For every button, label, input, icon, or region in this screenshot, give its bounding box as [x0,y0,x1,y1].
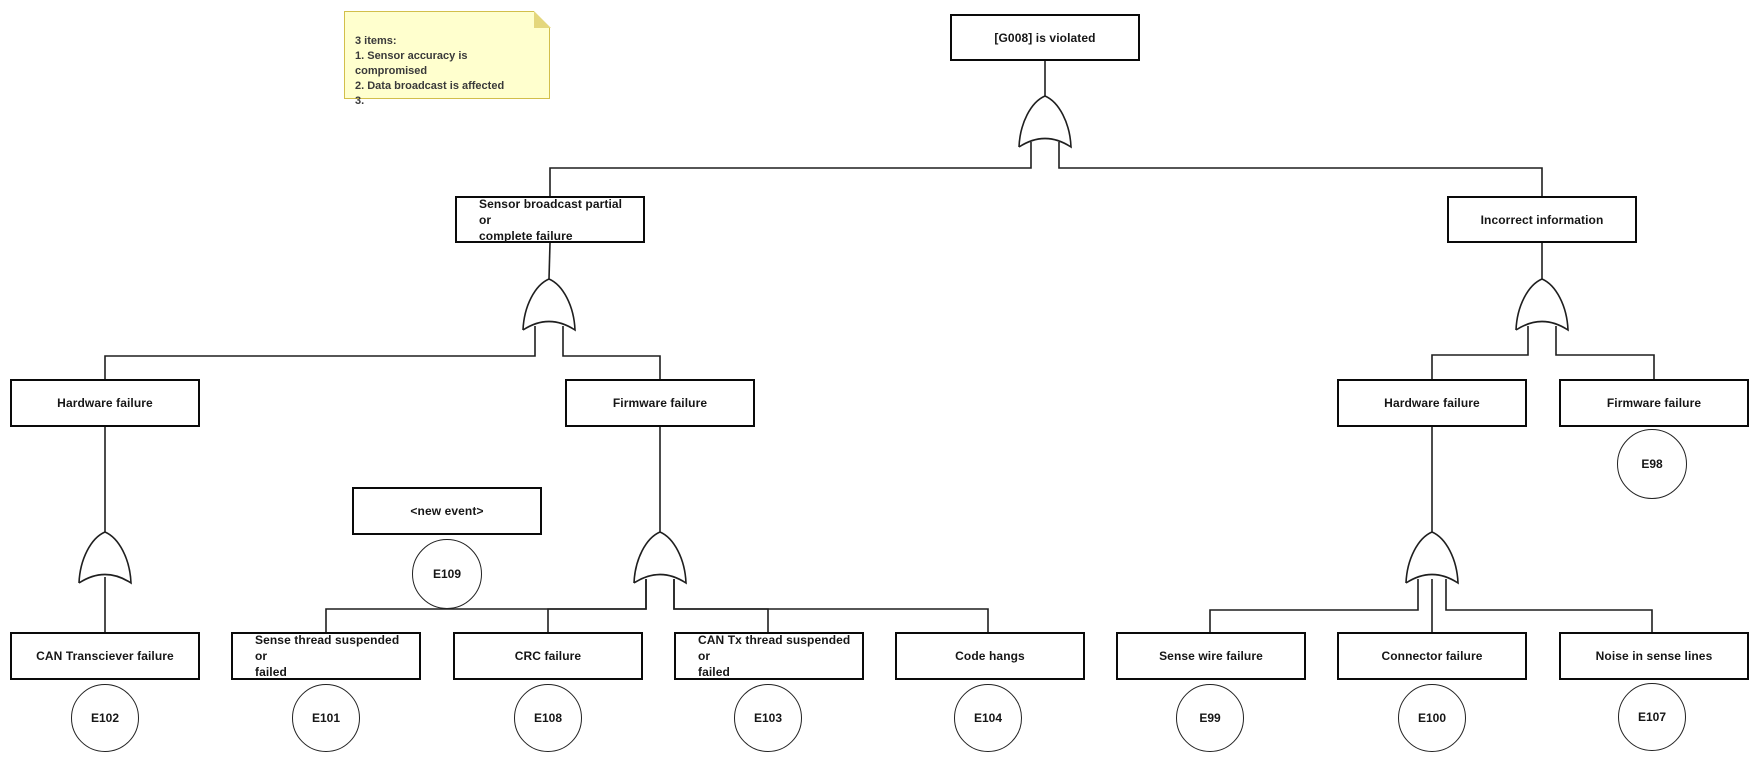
gate-firmware-left-or-gate-icon[interactable] [633,531,687,585]
edge-4 [104,326,536,379]
basic-event-e102[interactable]: E102 [71,684,139,752]
node-noise-sense[interactable]: Noise in sense lines [1559,632,1749,680]
basic-event-label-e100: E100 [1417,711,1447,725]
edge-1 [549,142,1032,196]
basic-event-e98[interactable]: E98 [1617,429,1687,499]
sticky-note[interactable]: 3 items: 1. Sensor accuracy is compromis… [344,10,551,107]
basic-event-label-e101: E101 [311,711,341,725]
node-label-hardware-left: Hardware failure [57,396,153,410]
node-connector[interactable]: Connector failure [1337,632,1527,680]
basic-event-label-e107: E107 [1637,710,1667,724]
basic-event-label-e98: E98 [1641,457,1663,471]
node-firmware-right[interactable]: Firmware failure [1559,379,1749,427]
node-label-sense-thread: Sense thread suspended or failed [255,633,400,679]
node-hardware-right[interactable]: Hardware failure [1337,379,1527,427]
node-label-new-event: <new event> [410,504,484,518]
basic-event-e108[interactable]: E108 [514,684,582,752]
node-label-can-transciever: CAN Transciever failure [36,649,174,663]
edge-15 [673,579,989,632]
node-g008[interactable]: [G008] is violated [950,14,1140,61]
gate-sensor-or-gate-icon[interactable] [522,278,576,332]
edge-2 [1058,142,1543,196]
node-label-firmware-left: Firmware failure [612,396,708,410]
edge-19 [1445,579,1653,632]
edge-13 [547,579,647,632]
node-can-transciever[interactable]: CAN Transciever failure [10,632,200,680]
basic-event-label-e99: E99 [1199,711,1221,725]
basic-event-e107[interactable]: E107 [1618,683,1686,751]
node-new-event[interactable]: <new event> [352,487,542,535]
basic-event-label-e104: E104 [973,711,1003,725]
node-sense-thread[interactable]: Sense thread suspended or failed [231,632,421,680]
edge-8 [1555,326,1655,379]
basic-event-e100[interactable]: E100 [1398,684,1466,752]
node-label-connector: Connector failure [1381,649,1483,663]
sticky-note-text: 3 items: 1. Sensor accuracy is compromis… [355,35,505,107]
node-label-incorrect-info: Incorrect information [1480,212,1604,227]
node-label-noise-sense: Noise in sense lines [1595,649,1713,663]
node-incorrect-info[interactable]: Incorrect information [1447,196,1637,243]
node-crc-failure[interactable]: CRC failure [453,632,643,680]
node-label-can-tx-thread: CAN Tx thread suspended or failed [698,633,851,679]
node-label-crc-failure: CRC failure [514,649,582,663]
basic-event-label-e102: E102 [90,711,120,725]
basic-event-e104[interactable]: E104 [954,684,1022,752]
edge-12 [325,579,647,632]
node-sense-wire[interactable]: Sense wire failure [1116,632,1306,680]
basic-event-e109[interactable]: E109 [412,539,482,609]
basic-event-label-e109: E109 [432,567,462,581]
node-label-hardware-right: Hardware failure [1384,396,1480,410]
node-firmware-left[interactable]: Firmware failure [565,379,755,427]
node-label-g008: [G008] is violated [994,30,1096,45]
basic-event-e99[interactable]: E99 [1176,684,1244,752]
basic-event-label-e103: E103 [753,711,783,725]
node-label-sense-wire: Sense wire failure [1159,649,1263,663]
edge-5 [562,326,661,379]
node-hardware-left[interactable]: Hardware failure [10,379,200,427]
node-label-sensor-broadcast: Sensor broadcast partial or complete fai… [479,196,623,243]
gate-top-or-gate-icon[interactable] [1018,95,1072,149]
edge-17 [1209,579,1419,632]
basic-event-e101[interactable]: E101 [292,684,360,752]
gate-hardware-right-or-gate-icon[interactable] [1405,531,1459,585]
edge-7 [1431,326,1529,379]
node-code-hangs[interactable]: Code hangs [895,632,1085,680]
basic-event-e103[interactable]: E103 [734,684,802,752]
node-label-code-hangs: Code hangs [955,649,1025,663]
gate-hardware-left-or-gate-icon[interactable] [78,531,132,585]
basic-event-label-e108: E108 [533,711,563,725]
node-can-tx-thread[interactable]: CAN Tx thread suspended or failed [674,632,864,680]
node-label-firmware-right: Firmware failure [1606,396,1702,410]
gate-incorrect-or-gate-icon[interactable] [1515,278,1569,332]
edge-14 [673,579,769,632]
node-sensor-broadcast[interactable]: Sensor broadcast partial or complete fai… [455,196,645,243]
edge-3 [548,242,551,280]
